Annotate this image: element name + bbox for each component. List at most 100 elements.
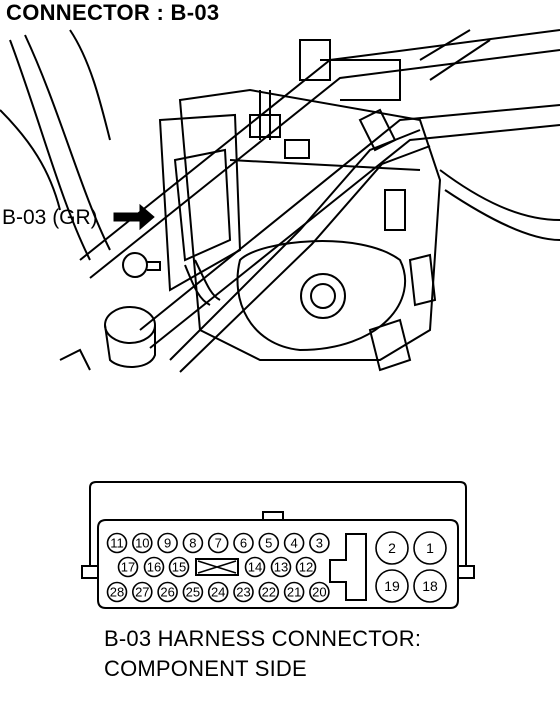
pin-18: 18: [413, 569, 447, 603]
pin-cavity: [233, 532, 254, 554]
pin-number: 1: [426, 540, 434, 556]
pin-17: 17: [117, 556, 139, 578]
pin-number: 7: [215, 536, 222, 551]
pin-number: 6: [240, 536, 247, 551]
pin-25: 25: [182, 581, 204, 603]
pin-number: 23: [236, 585, 250, 600]
empty-cavity: [195, 558, 239, 576]
pin-number: 14: [248, 560, 262, 575]
pin-5: 5: [258, 532, 280, 554]
pin-cavity: [143, 556, 165, 578]
pin-cavity: [233, 581, 254, 603]
pin-cavity: [258, 532, 280, 554]
pin-number: 4: [290, 536, 297, 551]
pin-6: 6: [233, 532, 254, 554]
pin-cavity: [132, 581, 153, 603]
pin-cavity: [207, 581, 229, 603]
connector-housing-side-left: [81, 565, 99, 579]
pin-number: 21: [287, 585, 301, 600]
pin-number: 15: [172, 560, 186, 575]
pin-22: 22: [258, 581, 280, 603]
connector-callout-label: B-03 (GR): [2, 206, 98, 229]
pin-cavity: [182, 532, 204, 554]
pin-number: 13: [274, 560, 288, 575]
pin-cavity: [207, 532, 229, 554]
pin-3: 3: [309, 532, 330, 554]
pin-26: 26: [157, 581, 178, 603]
pin-number: 12: [299, 560, 313, 575]
pin-cavity: [244, 556, 266, 578]
pin-number: 24: [211, 585, 225, 600]
engine-bay-illustration: [0, 29, 560, 373]
pin-13: 13: [270, 556, 292, 578]
pin-cavity: [132, 532, 153, 554]
connector-housing-side-right: [457, 565, 475, 579]
pin-23: 23: [233, 581, 254, 603]
pin-12: 12: [295, 556, 317, 578]
connector-housing-outer: [89, 481, 467, 566]
pin-16: 16: [143, 556, 165, 578]
pin-cavity: [309, 581, 330, 603]
pin-cavity: [157, 581, 178, 603]
pin-number: 11: [110, 536, 124, 551]
pin-10: 10: [132, 532, 153, 554]
pin-28: 28: [106, 581, 128, 603]
pin-cavity: [283, 581, 305, 603]
pin-cavity: [375, 531, 409, 565]
pin-cavity: [157, 532, 178, 554]
pin-24: 24: [207, 581, 229, 603]
pin-cavity: [106, 532, 128, 554]
callout-arrow: [113, 203, 155, 231]
pin-8: 8: [182, 532, 204, 554]
pin-cavity: [106, 581, 128, 603]
pin-cavity: [117, 556, 139, 578]
pin-cavity: [283, 532, 305, 554]
pin-cavity: [413, 531, 447, 565]
pin-number: 19: [384, 578, 400, 594]
pin-cavity: [270, 556, 292, 578]
pin-number: 26: [160, 585, 174, 600]
caption-line-1: B-03 HARNESS CONNECTOR:: [104, 626, 422, 651]
diagram-title: CONNECTOR : B-03: [6, 0, 220, 25]
pin-number: 10: [135, 536, 149, 551]
pin-9: 9: [157, 532, 178, 554]
pin-number: 28: [110, 585, 124, 600]
pin-number: 27: [135, 585, 149, 600]
pin-27: 27: [132, 581, 153, 603]
pin-cavity: [375, 569, 409, 603]
pin-15: 15: [168, 556, 190, 578]
pin-cavity: [295, 556, 317, 578]
pin-number: 22: [262, 585, 276, 600]
pin-number: 18: [422, 578, 438, 594]
pin-number: 16: [147, 560, 161, 575]
pin-19: 19: [375, 569, 409, 603]
pin-number: 25: [186, 585, 200, 600]
pin-21: 21: [283, 581, 305, 603]
pin-11: 11: [106, 532, 128, 554]
pin-number: 17: [121, 560, 135, 575]
pin-number: 8: [189, 536, 196, 551]
pin-cavity: [182, 581, 204, 603]
pin-7: 7: [207, 532, 229, 554]
pin-20: 20: [309, 581, 330, 603]
connector-key: [329, 533, 367, 601]
pin-number: 20: [312, 585, 326, 600]
connector-housing-inner: [97, 519, 459, 609]
pin-cavity: [168, 556, 190, 578]
caption-line-2: COMPONENT SIDE: [104, 656, 307, 681]
pin-number: 2: [388, 540, 396, 556]
pin-2: 2: [375, 531, 409, 565]
pin-4: 4: [283, 532, 305, 554]
pin-number: 9: [164, 536, 171, 551]
pin-number: 5: [265, 536, 272, 551]
pin-cavity: [309, 532, 330, 554]
pin-cavity: [258, 581, 280, 603]
pin-14: 14: [244, 556, 266, 578]
connector-latch: [262, 511, 284, 521]
connector-face: [81, 481, 475, 609]
pin-cavity: [413, 569, 447, 603]
pin-number: 3: [316, 536, 323, 551]
pin-1: 1: [413, 531, 447, 565]
